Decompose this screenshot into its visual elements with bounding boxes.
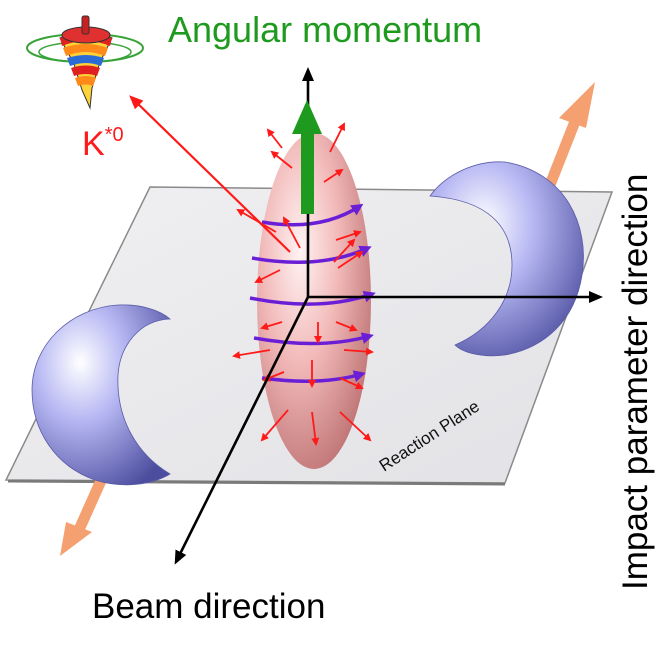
spinning-top-icon: [26, 15, 144, 110]
particle-label: K*0: [82, 124, 124, 163]
angular-momentum-label: Angular momentum: [168, 9, 482, 50]
right-nucleus: [429, 161, 584, 357]
angular-momentum-arrow: [292, 100, 322, 214]
kstar-emission-arrow: [129, 95, 291, 253]
beam-axis: [174, 296, 310, 565]
particle-superscript: *0: [105, 124, 124, 146]
left-nucleus: [31, 304, 172, 486]
particle-symbol: K: [82, 125, 105, 163]
impact-parameter-label: Impact parameter direction: [616, 174, 655, 590]
beam-direction-label: Beam direction: [92, 587, 325, 626]
